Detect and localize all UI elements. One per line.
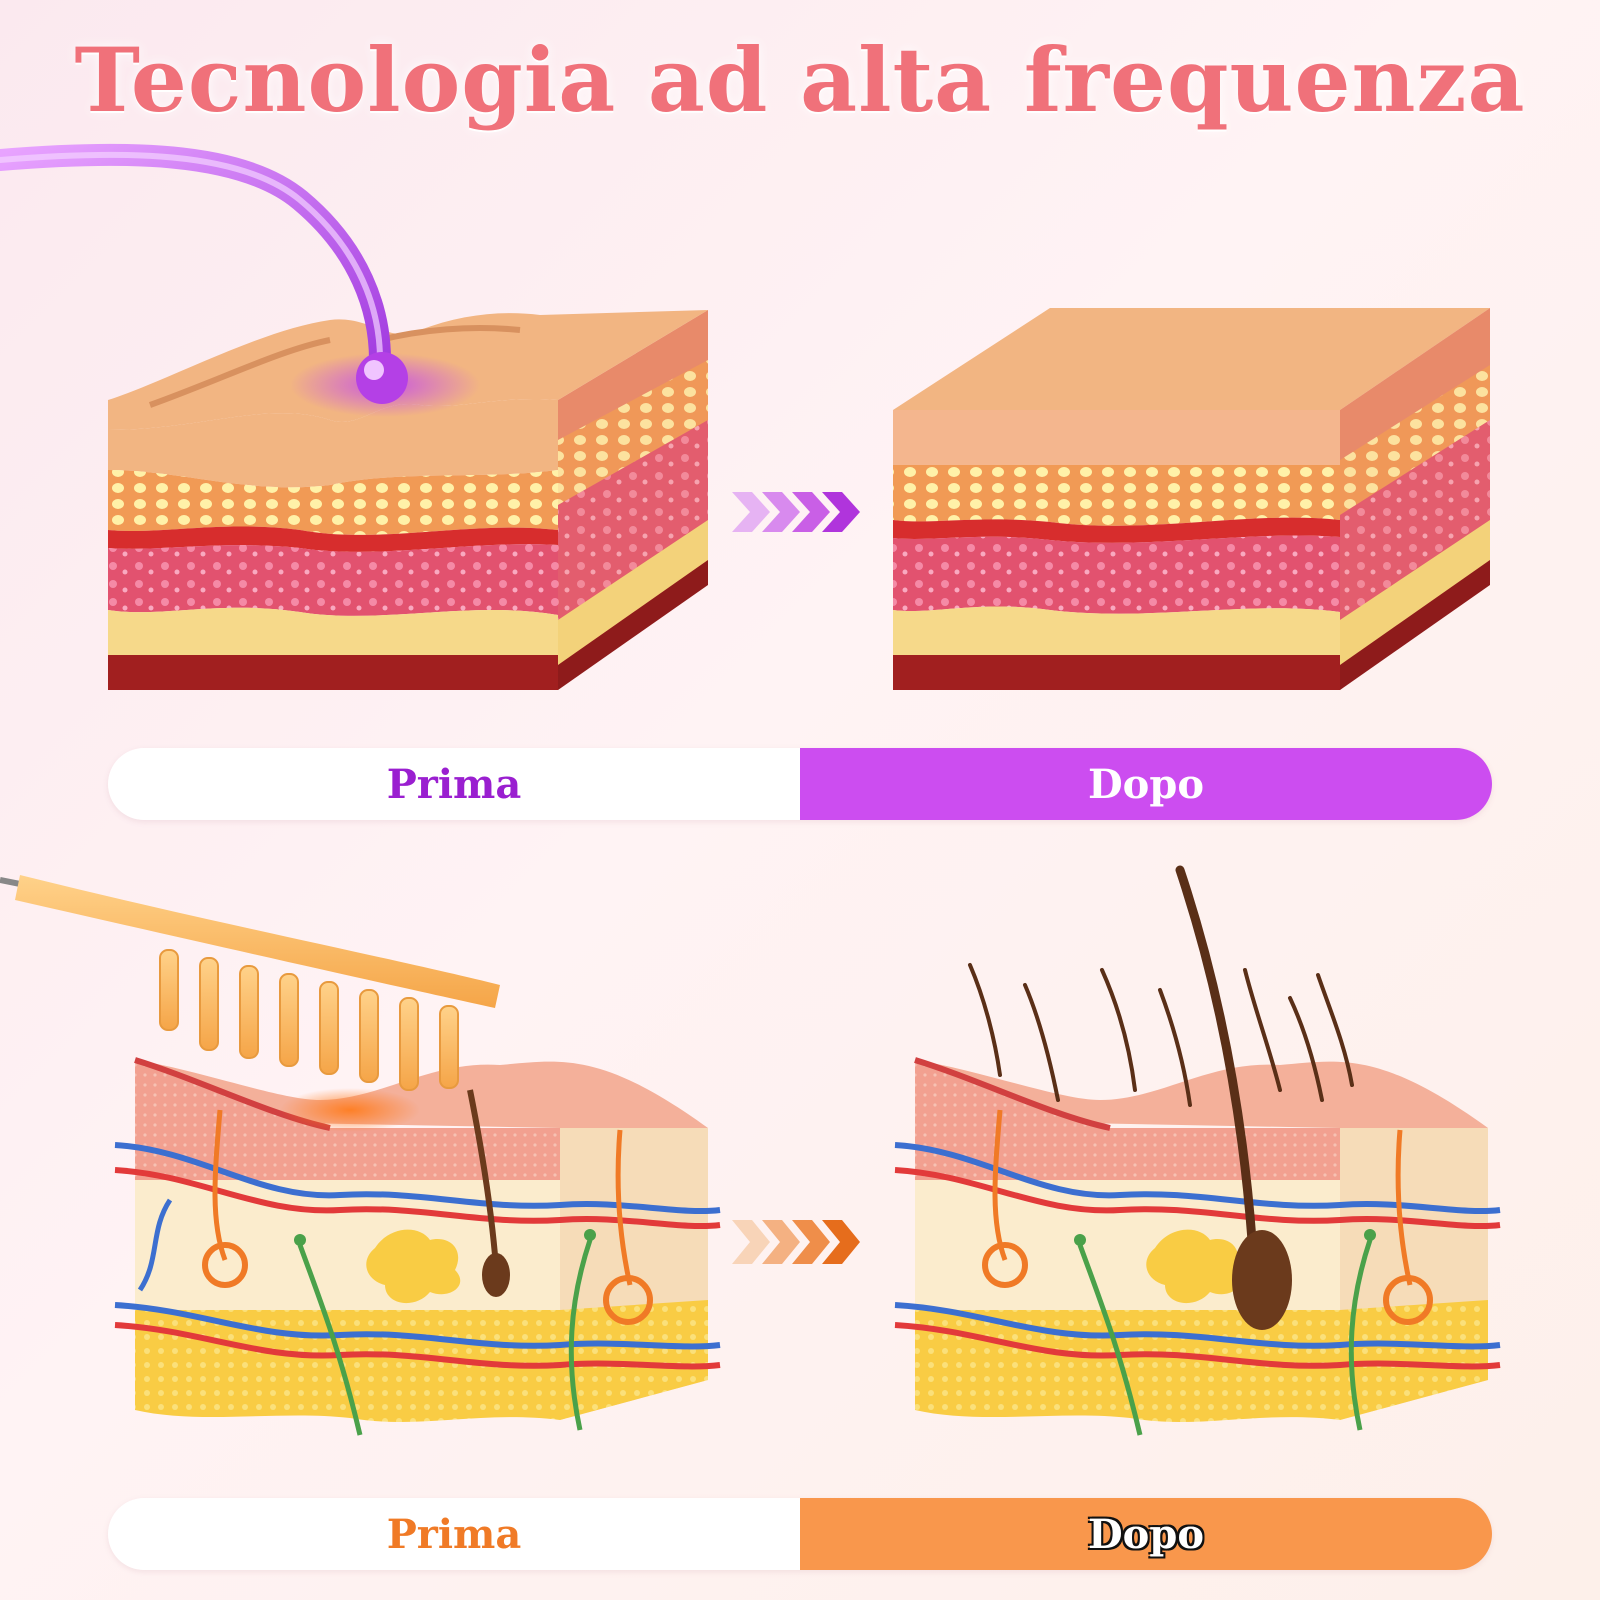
page-title: Tecnologia ad alta frequenza [74,28,1526,132]
arrow-chevrons-icon [732,492,860,532]
orange-comb-electrode-icon [0,875,500,1091]
before-after-bar-top: Prima Dopo [108,748,1492,820]
skin-block-bottom-after [894,865,1501,1436]
label-prima-bottom: Prima [108,1498,800,1570]
skin-block-top-before [108,310,708,690]
label-dopo-top: Dopo [800,748,1492,820]
arrow-chevrons-icon [732,1220,860,1264]
purple-mushroom-electrode-icon [0,143,408,404]
skin-block-top-after [893,308,1490,690]
label-dopo-bottom: Dopo [800,1498,1492,1570]
before-after-bar-bottom: Prima Dopo [108,1498,1492,1570]
label-prima-top: Prima [108,748,800,820]
skin-block-bottom-before [114,1057,721,1436]
